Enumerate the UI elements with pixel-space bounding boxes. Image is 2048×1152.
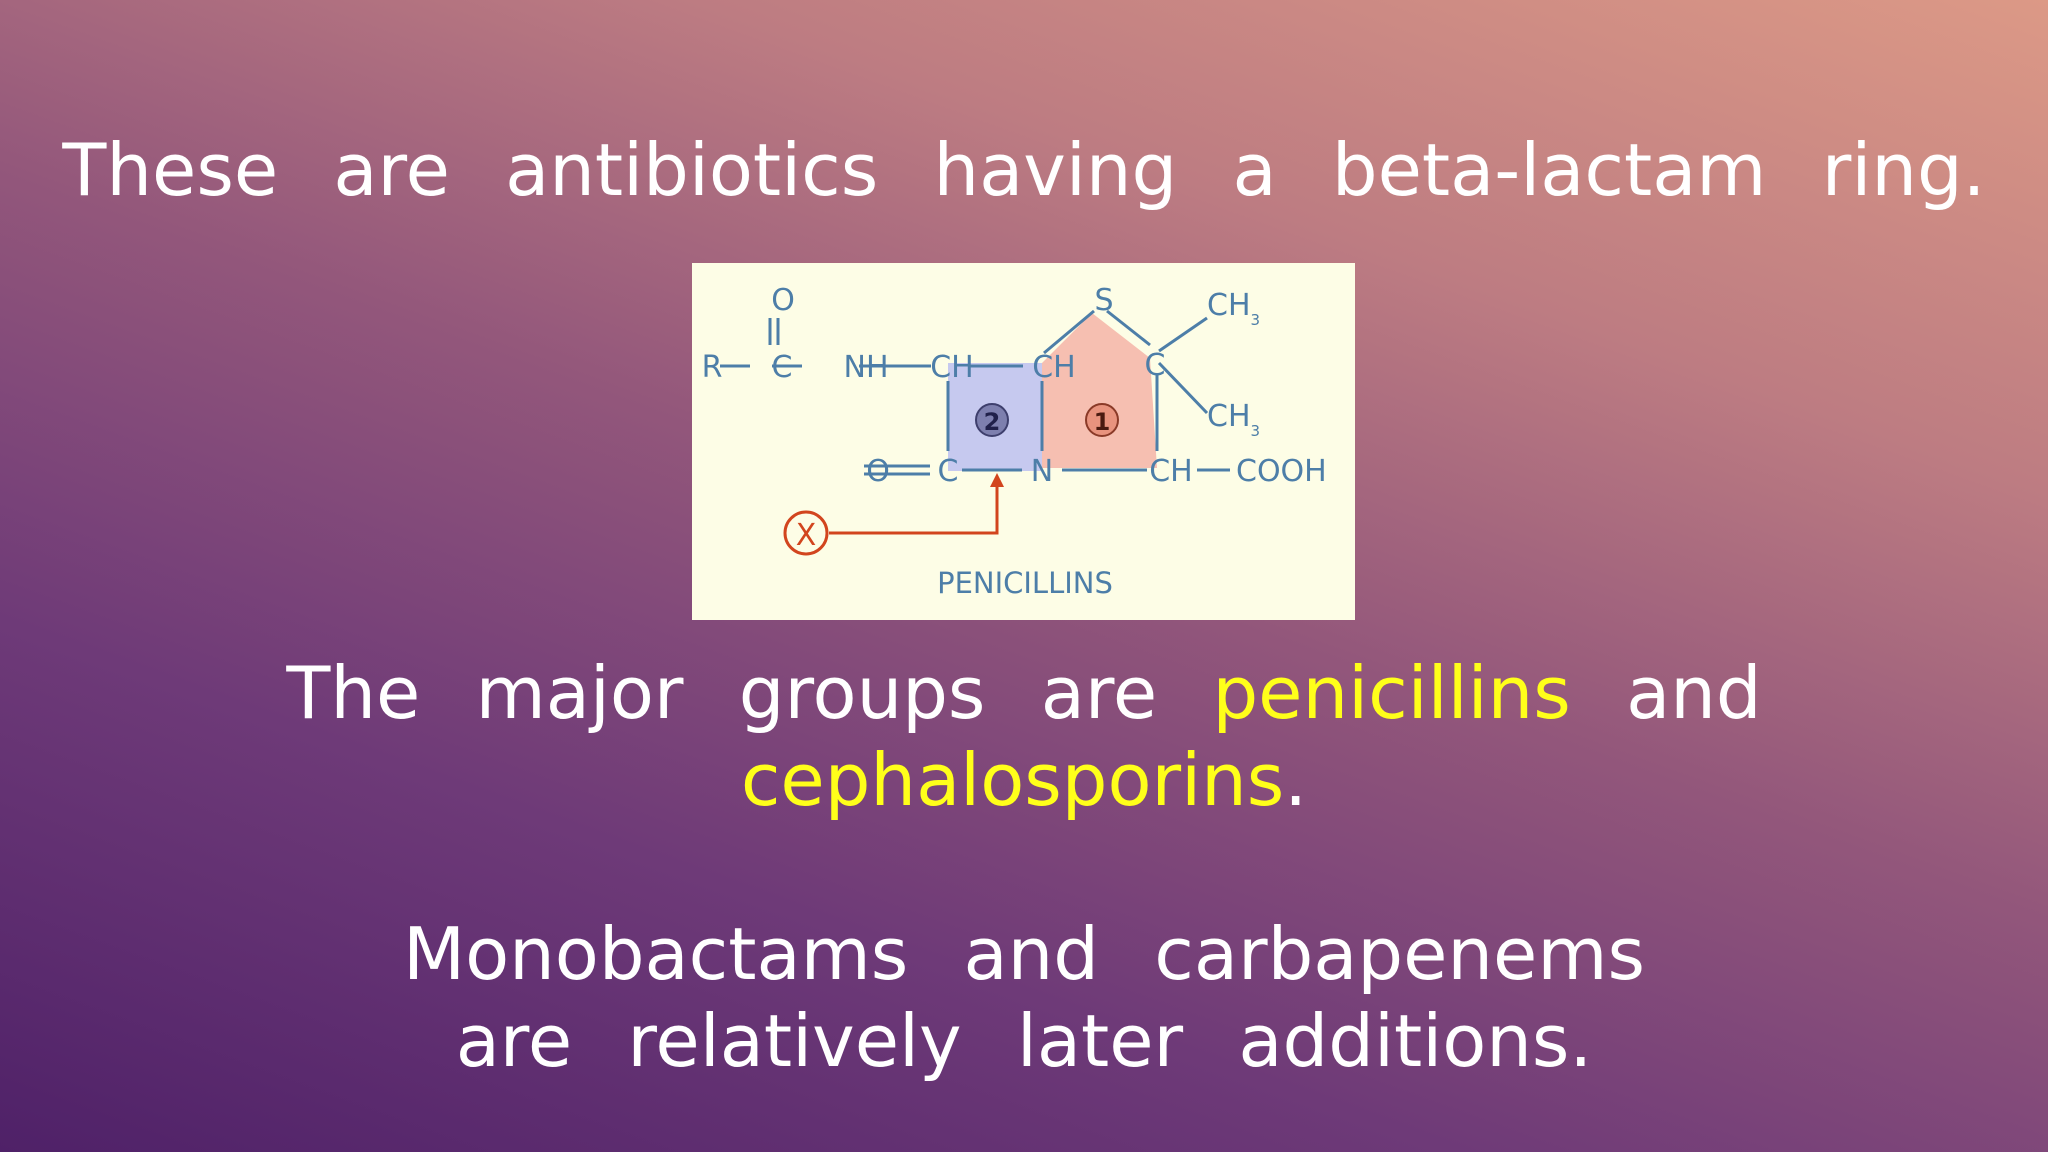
slide-line-5: are relatively later additions. bbox=[455, 999, 1593, 1083]
slide-line-1: These are antibiotics having a beta-lact… bbox=[62, 128, 1986, 212]
atom-r: R bbox=[702, 350, 723, 385]
penicillin-structure-diagram: O R C NH CH CH S C CH3 CH3 O C N CH COOH… bbox=[702, 283, 1327, 600]
atom-ch-right: CH bbox=[1032, 350, 1076, 385]
atom-carbon-quaternary: C bbox=[1145, 348, 1166, 383]
atom-nitrogen: N bbox=[1031, 454, 1053, 489]
atom-methyl-bottom: CH3 bbox=[1207, 399, 1260, 440]
atom-cooh: COOH bbox=[1236, 454, 1327, 489]
thiazolidine-ring-fill bbox=[1042, 313, 1157, 468]
cleavage-arrow-line bbox=[829, 485, 999, 535]
atom-sulfur: S bbox=[1094, 283, 1113, 318]
slide-line-4: Monobactams and carbapenems bbox=[402, 912, 1645, 996]
slide-line-2: The major groups are penicillins and bbox=[0, 648, 2048, 738]
bond-lines bbox=[720, 309, 1230, 476]
figure-caption: PENICILLINS bbox=[937, 566, 1113, 600]
ring-1-label: 1 bbox=[1094, 408, 1111, 436]
highlight-cephalosporins: cephalosporins bbox=[740, 738, 1285, 822]
line3-period: . bbox=[1284, 738, 1308, 822]
cleavage-x-circle bbox=[783, 510, 829, 556]
cleavage-x-mark: X bbox=[796, 518, 817, 553]
ring-1-badge bbox=[1085, 403, 1119, 437]
atom-carbon-carbonyl: C bbox=[772, 350, 793, 385]
cleavage-arrow-head bbox=[990, 473, 1004, 487]
ring-2-label: 2 bbox=[984, 408, 1001, 436]
atom-methyl-top: CH3 bbox=[1207, 288, 1260, 329]
slide-line-3: cephalosporins. bbox=[0, 735, 2048, 825]
atom-ch-carboxyl: CH bbox=[1149, 454, 1193, 489]
atom-oxygen-lactam: O bbox=[866, 454, 890, 489]
atom-oxygen-top: O bbox=[771, 283, 795, 318]
highlight-penicillins: penicillins bbox=[1212, 651, 1571, 735]
line2-text-a: The major groups are bbox=[286, 651, 1213, 735]
ring-2-badge bbox=[975, 403, 1009, 437]
line2-text-b: and bbox=[1570, 651, 1762, 735]
atom-carbon-lactam: C bbox=[938, 454, 959, 489]
atom-ch-left: CH bbox=[930, 350, 974, 385]
atom-nh: NH bbox=[844, 350, 889, 385]
penicillin-structure-figure: O R C NH CH CH S C CH3 CH3 O C N CH COOH… bbox=[692, 263, 1355, 620]
